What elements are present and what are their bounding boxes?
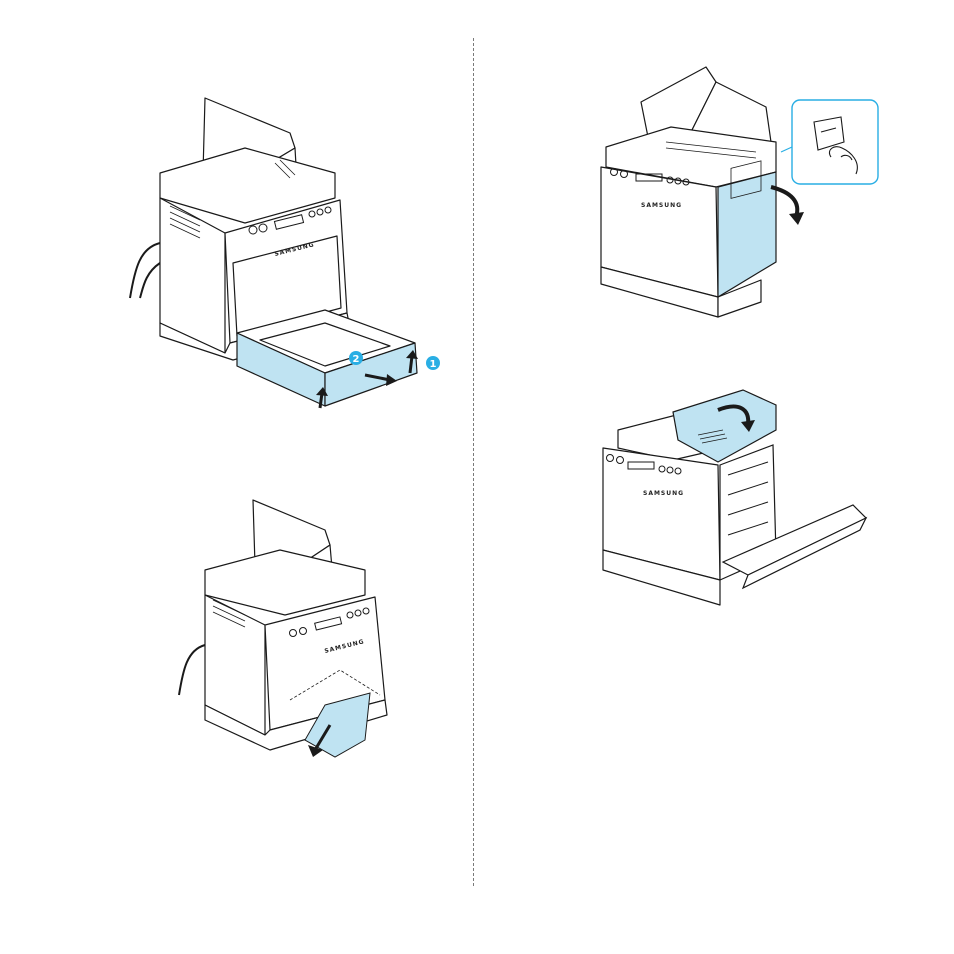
brand-logo: SAMSUNG xyxy=(641,202,682,209)
figure-paper-jam-front: SAMSUNG xyxy=(175,495,415,765)
lever-inset xyxy=(792,100,878,184)
page-divider xyxy=(473,38,474,886)
side-door-illustration: SAMSUNG xyxy=(596,62,886,322)
figure-side-door-lever: SAMSUNG xyxy=(596,62,886,322)
paper-jam-illustration: SAMSUNG xyxy=(175,495,415,765)
figure-tray-removal: SAMSUNG 2 1 xyxy=(125,88,445,428)
top-cover-illustration: SAMSUNG xyxy=(598,390,873,615)
figure-top-cover: SAMSUNG xyxy=(598,390,873,615)
step-1-label: 1 xyxy=(430,359,437,370)
step-2-label: 2 xyxy=(353,354,360,365)
brand-logo: SAMSUNG xyxy=(643,490,684,497)
tray-printer-illustration: SAMSUNG 2 1 xyxy=(125,88,445,428)
